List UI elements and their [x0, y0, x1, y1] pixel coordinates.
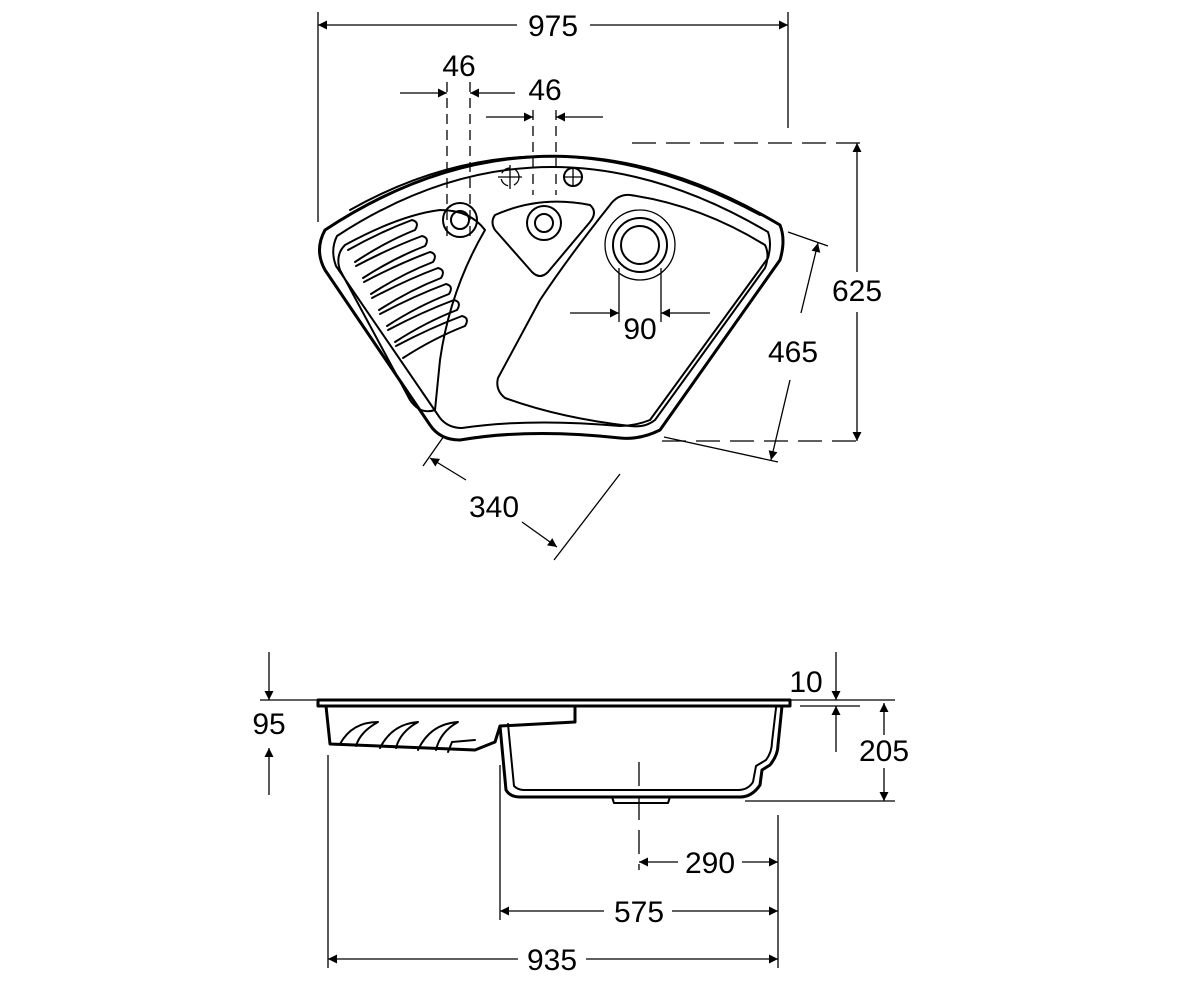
waste-outlet: [604, 209, 676, 281]
dim-tap-spacing-2-label: 46: [528, 74, 561, 107]
section-drainer-ribs: [339, 721, 476, 753]
dim-waste-offset: 290: [639, 847, 778, 880]
main-bowl: [496, 193, 769, 428]
dim-tap-spacing-2: 46: [486, 74, 603, 195]
section-rim: [316, 698, 792, 708]
dim-overall-length: 935: [328, 944, 778, 977]
tap-hole-centre: [526, 205, 562, 241]
small-bowl: [491, 200, 595, 277]
section-waste-plug: [611, 796, 671, 804]
dim-overall-length-label: 935: [527, 944, 577, 977]
section-view: 95 10 205 290: [252, 652, 909, 977]
dim-bowl-depth: 205: [745, 703, 909, 802]
dim-front-edge-label: 465: [768, 336, 818, 369]
dim-waste-diameter: 90: [570, 268, 710, 346]
dim-rim-thickness: 10: [789, 652, 895, 752]
dim-bowl-width-label: 575: [614, 896, 664, 929]
dim-drainer-depth-label: 95: [252, 708, 285, 741]
dim-bowl-depth-label: 205: [859, 735, 909, 768]
sink-inner-rim: [332, 166, 771, 429]
dim-front-edge: 465: [663, 231, 829, 463]
dim-overall-width-label: 975: [528, 10, 578, 43]
dim-waste-offset-label: 290: [685, 847, 735, 880]
dim-side-edge-label: 340: [469, 491, 519, 524]
section-bowl-inner: [507, 707, 777, 791]
drainer-area: [337, 209, 486, 413]
section-drainer: [324, 705, 577, 752]
dim-overall-width: 975: [317, 10, 789, 222]
dim-waste-diameter-label: 90: [623, 313, 656, 346]
back-edge-arc: [349, 155, 761, 216]
dim-bowl-width: 575: [500, 896, 778, 929]
dim-side-edge: 340: [422, 435, 621, 561]
drainer-grooves: [347, 219, 468, 359]
dim-depth-label: 625: [832, 275, 882, 308]
dim-drainer-depth: 95: [252, 652, 318, 795]
tap-hole-right: [563, 167, 583, 187]
dim-depth: 625: [632, 142, 882, 442]
dim-tap-spacing-1: 46: [400, 50, 515, 240]
section-bowl: [498, 705, 784, 799]
dim-tap-spacing-1-label: 46: [442, 50, 475, 83]
tap-hole-marker: [498, 165, 522, 189]
sink-outer-rim: [318, 154, 785, 442]
dim-rim-thickness-label: 10: [789, 666, 822, 699]
plan-view: 975 46 46 625: [317, 10, 882, 561]
tap-hole-left: [442, 202, 478, 238]
